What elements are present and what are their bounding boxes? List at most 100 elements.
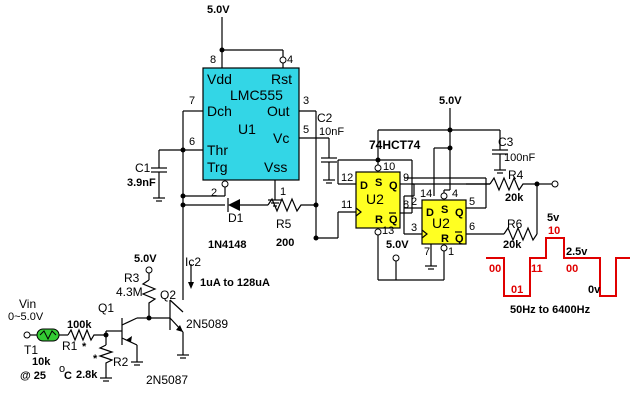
ff1-ref: U2 (366, 191, 384, 207)
c2-capacitor: C2 10nF (317, 111, 344, 184)
t1-temp-sup: o (59, 363, 65, 375)
u1-pin8-num: 8 (210, 54, 216, 66)
r4-value: 20k (505, 192, 524, 204)
vin-label: Vin (19, 297, 36, 311)
wave-state-4: 00 (566, 263, 578, 275)
r3-value: 4.3M (116, 285, 143, 299)
u1-ref-label: U1 (238, 121, 256, 137)
c3-capacitor: C3 100nF (492, 130, 535, 174)
ff2-r: R (441, 233, 449, 245)
u1-pin3-num: 3 (303, 95, 309, 107)
c2-ref: C2 (317, 111, 333, 125)
r2-mark: * (93, 353, 98, 365)
ff2-pin2: 2 (411, 196, 417, 208)
ff2-q: Q (455, 207, 464, 219)
r6-value: 20k (503, 239, 522, 251)
q1-part: 2N5087 (146, 373, 188, 387)
ff2-bottom-supply-label: 5.0V (386, 239, 409, 251)
ff1-s: S (375, 177, 382, 189)
ff1-d: D (360, 180, 368, 192)
u1-pin7-num: 7 (189, 95, 195, 107)
t1-value: 10k (32, 356, 51, 368)
u1-pin2-num: 2 (211, 187, 217, 199)
u1-pin6-num: 6 (189, 136, 195, 148)
u1-supply-label: 5.0V (207, 4, 230, 16)
waveform-line (486, 237, 630, 297)
wave-0v-label: 0v (588, 284, 601, 296)
u1-dch-label: Dch (207, 103, 232, 119)
ff2-pin3: 3 (411, 222, 417, 234)
output-terminal (551, 180, 559, 188)
c1-ref: C1 (135, 161, 151, 175)
u1-out-label: Out (267, 103, 290, 119)
wave-state-1: 01 (511, 284, 523, 296)
r3-ref: R3 (124, 271, 140, 285)
ff1-pin10: 10 (383, 161, 395, 173)
ff2-pin4: 4 (452, 188, 458, 200)
wave-5v-label: 5v (547, 212, 560, 224)
c2-value: 10nF (319, 126, 344, 138)
ff2-pin14: 14 (420, 188, 432, 200)
r5-resistor: R5 200 (267, 197, 316, 249)
r3-resistor: 5.0V R3 4.3M (116, 253, 170, 321)
ff1-flipflop: D S Q U2 R Q 10 12 9 11 8 13 (338, 160, 414, 237)
q2-transistor: Q2 2N5089 Ic2 1uA to 128uA (160, 238, 270, 359)
ff1-pin13: 13 (382, 225, 394, 237)
u1-rst-label: Rst (271, 71, 292, 87)
wave-state-0: 00 (489, 263, 501, 275)
c3-ref: C3 (498, 135, 514, 149)
r1-ref: R1 (62, 339, 78, 353)
input-network: Vin 0~5.0V 100k R1 * T1 10k @ 25 o C R2 … (8, 297, 129, 382)
ff1-r: R (375, 214, 383, 226)
r1-value: 100k (67, 319, 92, 331)
d1-diode: D1 1N4148 (183, 198, 268, 251)
r2-value: 2.8k (76, 369, 98, 381)
ff1-pin12: 12 (341, 172, 353, 184)
ic2-label: Ic2 (185, 255, 201, 269)
wave-freq-label: 50Hz to 6400Hz (510, 304, 591, 316)
waveform: 5v 2.5v 00 01 11 10 00 0v 50Hz to 6400Hz (486, 212, 630, 316)
ff1-qbar: Q (389, 214, 398, 226)
u1-vc-label: Vc (273, 130, 289, 146)
u1-vdd-label: Vdd (207, 71, 232, 87)
r1-mark: * (82, 341, 87, 353)
u1-pin5-num: 5 (303, 124, 309, 136)
u1-vss-label: Vss (264, 159, 287, 175)
u1-body (202, 67, 300, 181)
c3-value: 100nF (504, 152, 535, 164)
u1-thr-label: Thr (207, 142, 228, 158)
ff2-d: D (426, 207, 434, 219)
u1-timer: 5.0V 8 4 Vdd Rst LMC555 Dch Out U1 Vc Th… (183, 4, 329, 207)
ff-supply-label: 5.0V (439, 95, 462, 107)
t1-temp: @ 25 (20, 370, 46, 382)
t1-ref: T1 (24, 343, 38, 357)
ic2-range: 1uA to 128uA (200, 277, 270, 289)
u1-trg-label: Trg (207, 159, 227, 175)
u1-pin1-num: 1 (280, 186, 286, 198)
ff2-pin5: 5 (469, 196, 475, 208)
ff1-q: Q (389, 180, 398, 192)
d1-part: 1N4148 (208, 239, 247, 251)
vin-range: 0~5.0V (8, 311, 44, 323)
q2-ref: Q2 (160, 288, 176, 302)
r5-ref: R5 (276, 217, 292, 231)
c1-value: 3.9nF (127, 177, 156, 189)
t1-temp-unit: C (64, 370, 72, 382)
r2-ref: R2 (113, 355, 129, 369)
ff2-pin7: 7 (424, 246, 430, 258)
ff2-flipflop: D S Q U2 R Q 4 14 2 5 3 6 1 7 (404, 188, 504, 270)
r3-supply-label: 5.0V (134, 253, 157, 265)
q2-part: 2N5089 (186, 317, 228, 331)
ff2-ref: U2 (432, 215, 450, 231)
ff2-body (421, 199, 467, 245)
wave-2-5v-label: 2.5v (566, 246, 588, 258)
c1-capacitor: C1 3.9nF (127, 149, 183, 202)
r6-resistor: R6 20k (503, 217, 538, 251)
ff1-pin11: 11 (341, 199, 352, 211)
ff2-qbar: Q (455, 233, 464, 245)
u1-part-label: LMC555 (230, 87, 283, 103)
u1-pin4-num: 4 (287, 54, 293, 66)
ff2-pin6: 6 (469, 221, 475, 233)
